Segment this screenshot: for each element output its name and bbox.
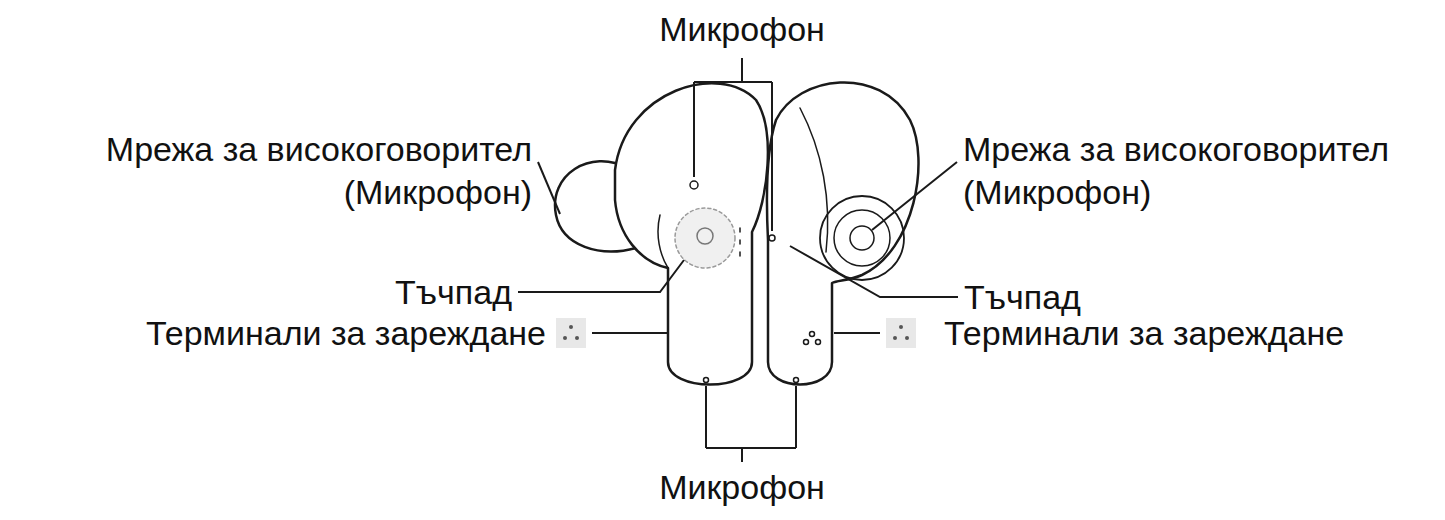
part-label: Терминали за зареждане bbox=[944, 312, 1344, 355]
part-label: Микрофон bbox=[659, 8, 825, 51]
right-earbud bbox=[767, 82, 919, 384]
bottom-bracket bbox=[706, 386, 796, 462]
leader-line bbox=[518, 260, 684, 292]
body-edge bbox=[800, 108, 828, 252]
left-earbud bbox=[615, 83, 768, 384]
terminal-dot bbox=[905, 336, 909, 340]
part-label: Микрофон bbox=[659, 466, 825, 509]
leader-lines bbox=[518, 58, 958, 462]
speaker-mesh bbox=[850, 226, 874, 250]
terminal-dot bbox=[893, 336, 897, 340]
terminal-icon bbox=[886, 318, 916, 348]
charging-terminal bbox=[804, 340, 809, 345]
top-bracket bbox=[694, 58, 772, 231]
terminal-dot bbox=[569, 325, 573, 329]
part-label: Тъчпад bbox=[964, 276, 1081, 319]
microphone-hole bbox=[690, 181, 698, 189]
terminal-icon-ground bbox=[886, 318, 916, 348]
body-edge bbox=[658, 215, 668, 268]
touchpad-area bbox=[675, 208, 735, 268]
part-label: Тъчпад bbox=[395, 271, 512, 314]
speaker-mesh bbox=[834, 210, 890, 266]
leader-line bbox=[790, 246, 958, 297]
terminal-dot bbox=[563, 336, 567, 340]
charging-terminal bbox=[816, 340, 821, 345]
microphone-hole bbox=[794, 378, 799, 383]
terminal-dot bbox=[575, 336, 579, 340]
charging-terminal bbox=[810, 332, 815, 337]
terminal-icon bbox=[556, 318, 586, 348]
leader-line bbox=[538, 162, 560, 214]
leader-line bbox=[592, 332, 667, 334]
leader-line bbox=[834, 332, 880, 334]
ear-tip bbox=[820, 196, 904, 280]
microphone-hole bbox=[704, 378, 709, 383]
leader-line bbox=[872, 162, 957, 230]
sensor-dots bbox=[739, 228, 741, 256]
part-label: Мрежа за високоговорител (Микрофон) bbox=[963, 128, 1438, 213]
microphone-hole bbox=[769, 235, 775, 241]
part-label: Мрежа за високоговорител (Микрофон) bbox=[57, 128, 532, 213]
touchpad-mark bbox=[697, 228, 713, 244]
terminal-icon-ground bbox=[556, 318, 586, 348]
part-label: Терминали за зареждане bbox=[146, 312, 546, 355]
terminal-dot bbox=[899, 325, 903, 329]
